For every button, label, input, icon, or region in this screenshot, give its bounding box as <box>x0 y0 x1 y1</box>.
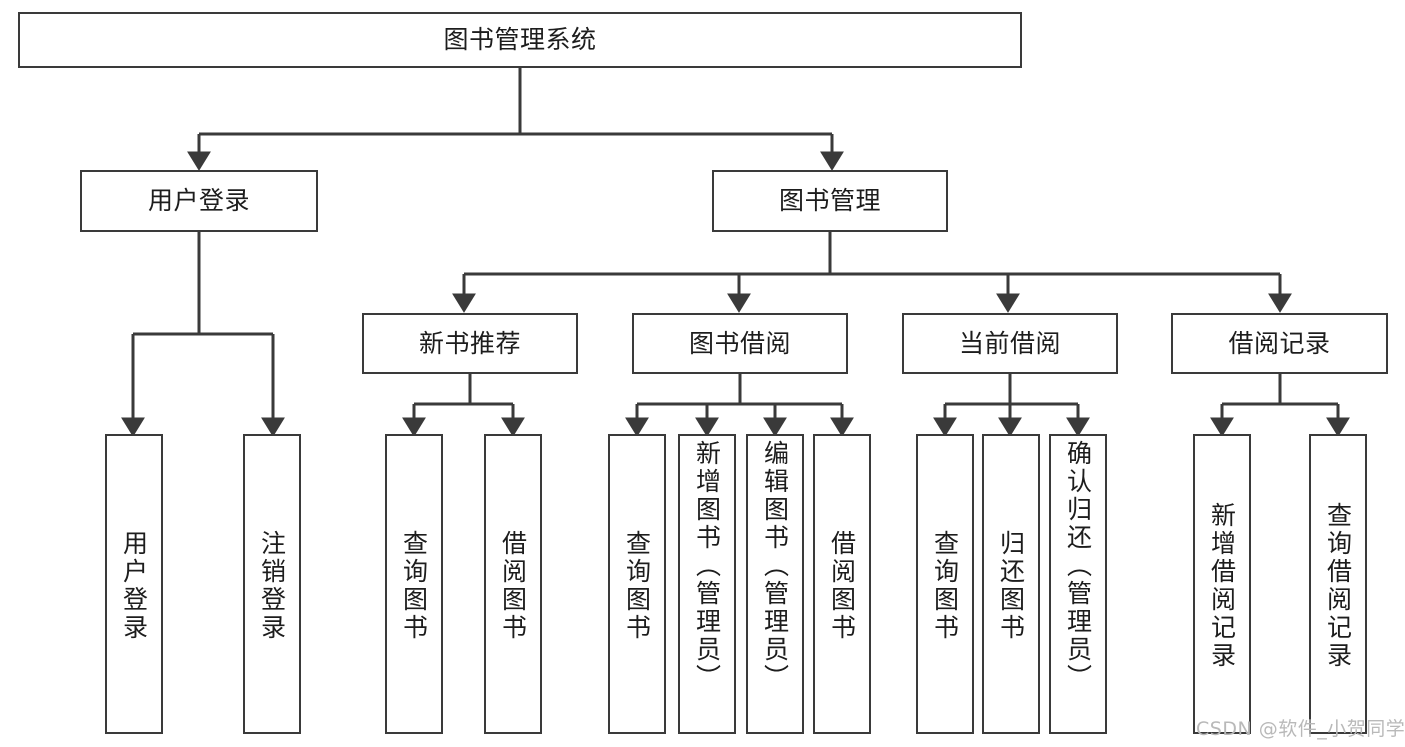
node-label: 借阅图书 <box>498 530 528 642</box>
node-book-borrow[interactable]: 图书借阅 <box>632 313 848 374</box>
leaf-borrow-edit-book-admin[interactable]: 编辑图书（管理员） <box>746 434 804 734</box>
leaf-record-query-record[interactable]: 查询借阅记录 <box>1309 434 1367 734</box>
node-label: 图书管理 <box>778 186 881 216</box>
leaf-current-query-book[interactable]: 查询图书 <box>916 434 974 734</box>
node-label: 归还图书 <box>996 530 1026 642</box>
node-label: 确认归还（管理员） <box>1063 440 1093 692</box>
node-root-system[interactable]: 图书管理系统 <box>18 12 1022 68</box>
node-label: 查询图书 <box>399 530 429 642</box>
node-label: 查询图书 <box>930 530 960 642</box>
leaf-borrow-query-book[interactable]: 查询图书 <box>608 434 666 734</box>
leaf-recommend-borrow-book[interactable]: 借阅图书 <box>484 434 542 734</box>
node-label: 新增图书（管理员） <box>692 440 722 692</box>
leaf-recommend-query-book[interactable]: 查询图书 <box>385 434 443 734</box>
node-label: 查询图书 <box>622 530 652 642</box>
node-label: 用户登录 <box>119 530 149 642</box>
leaf-user-login-login[interactable]: 用户登录 <box>105 434 163 734</box>
node-label: 借阅图书 <box>827 530 857 642</box>
node-book-management[interactable]: 图书管理 <box>712 170 948 232</box>
leaf-current-confirm-return-admin[interactable]: 确认归还（管理员） <box>1049 434 1107 734</box>
node-label: 用户登录 <box>147 186 250 216</box>
node-borrow-record[interactable]: 借阅记录 <box>1171 313 1388 374</box>
node-label: 编辑图书（管理员） <box>760 440 790 692</box>
leaf-borrow-add-book-admin[interactable]: 新增图书（管理员） <box>678 434 736 734</box>
csdn-watermark: CSDN @软件_小贺同学 <box>1196 718 1405 740</box>
node-label: 注销登录 <box>257 530 287 642</box>
node-label: 新增借阅记录 <box>1207 502 1237 670</box>
node-user-login[interactable]: 用户登录 <box>80 170 318 232</box>
node-label: 当前借阅 <box>958 328 1061 358</box>
node-label: 借阅记录 <box>1228 328 1331 358</box>
node-new-book-recommend[interactable]: 新书推荐 <box>362 313 578 374</box>
node-label: 图书管理系统 <box>443 25 597 55</box>
node-label: 新书推荐 <box>418 328 521 358</box>
node-current-borrow[interactable]: 当前借阅 <box>902 313 1118 374</box>
leaf-borrow-borrow-book[interactable]: 借阅图书 <box>813 434 871 734</box>
leaf-current-return-book[interactable]: 归还图书 <box>982 434 1040 734</box>
node-label: 图书借阅 <box>688 328 791 358</box>
leaf-record-add-record[interactable]: 新增借阅记录 <box>1193 434 1251 734</box>
leaf-user-login-logout[interactable]: 注销登录 <box>243 434 301 734</box>
node-label: 查询借阅记录 <box>1323 502 1353 670</box>
